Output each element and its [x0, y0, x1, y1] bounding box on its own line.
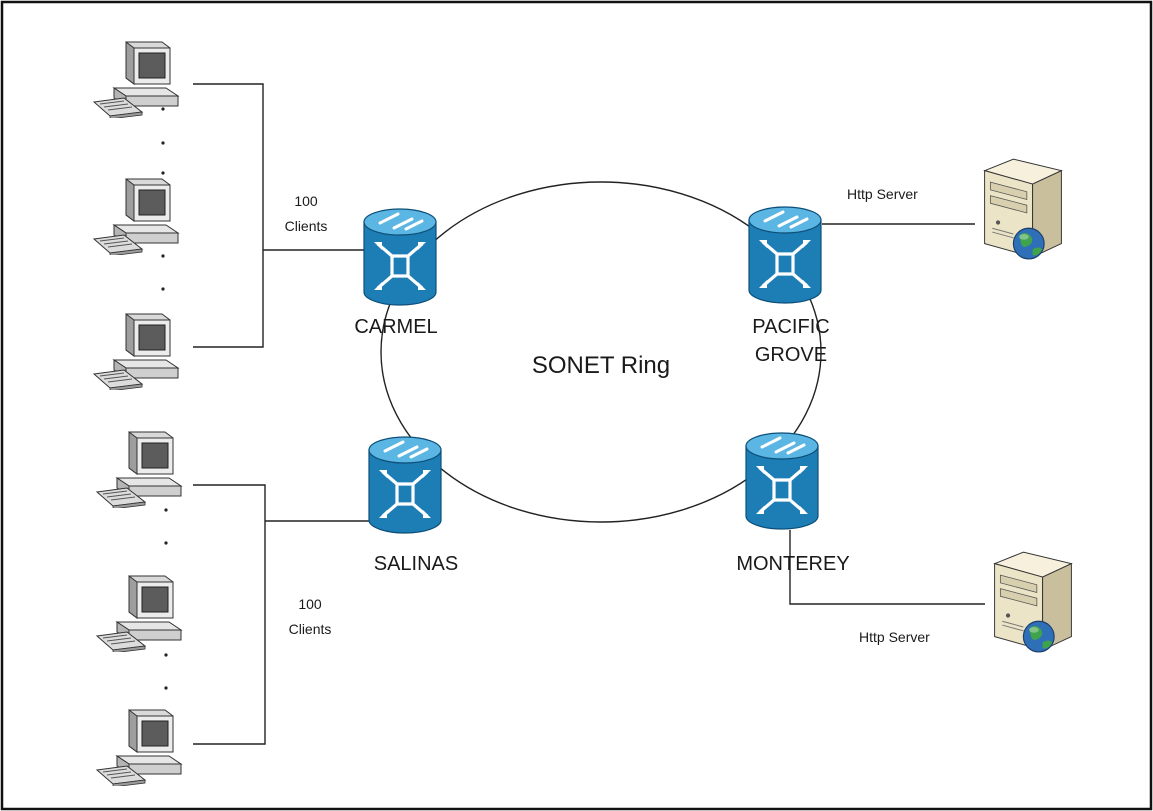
client-pc-icon — [96, 575, 182, 652]
client-pc-icon — [96, 431, 182, 508]
router-pacific-grove-icon — [747, 206, 823, 305]
sonet-ring — [380, 181, 822, 523]
http-server-top-icon — [983, 158, 1063, 260]
ellipsis-dots — [161, 107, 168, 690]
client-pc-icon — [93, 178, 179, 255]
ring-label: SONET Ring — [532, 352, 670, 379]
link-monterey-server — [789, 530, 985, 605]
router-carmel-icon — [362, 208, 438, 307]
node-label-carmel: CARMEL — [354, 316, 437, 338]
client-bus-top — [193, 83, 264, 348]
server-label-top: Http Server — [847, 186, 918, 202]
client-count-top-line2: Clients — [285, 218, 328, 234]
server-label-bottom: Http Server — [859, 629, 930, 645]
client-pc-icon — [96, 709, 182, 786]
client-pc-icon — [93, 313, 179, 390]
router-monterey-icon — [744, 432, 820, 531]
node-label-salinas: SALINAS — [374, 553, 458, 575]
router-salinas-icon — [367, 436, 443, 535]
node-label-pacific-line1: PACIFIC — [752, 316, 829, 338]
node-label-monterey: MONTEREY — [736, 553, 849, 575]
client-pc-icon — [93, 41, 179, 118]
http-server-bottom-icon — [993, 551, 1073, 653]
client-count-bottom-line2: Clients — [289, 621, 332, 637]
client-count-bottom-line1: 100 — [298, 596, 322, 612]
client-bus-bottom — [193, 484, 266, 745]
client-count-top-line1: 100 — [294, 193, 318, 209]
node-label-pacific-line2: GROVE — [755, 344, 827, 366]
